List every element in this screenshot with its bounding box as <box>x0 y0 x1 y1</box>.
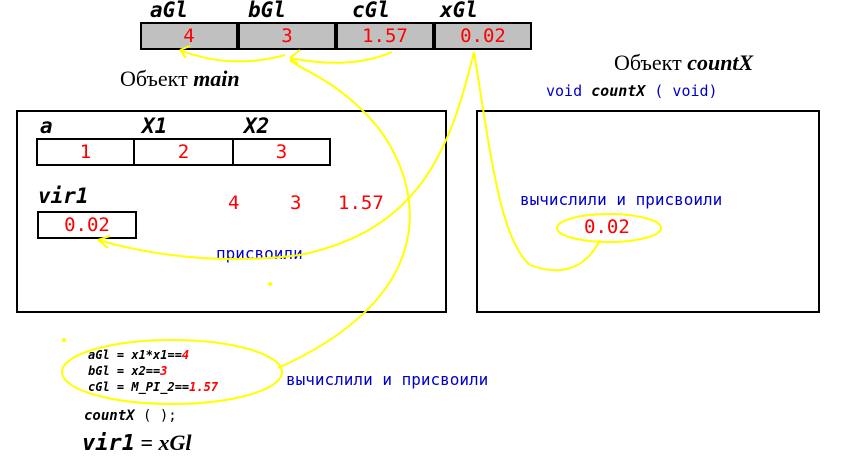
arrow-cgl-to-bgl <box>289 51 393 64</box>
code-assign-line: vir1 = xGl <box>82 430 192 456</box>
global-cell-xgl: 0.02 <box>434 22 532 50</box>
copied-value-cgl: 1.57 <box>338 192 384 214</box>
vir1-cell: 0.02 <box>37 211 137 239</box>
global-cell-cgl: 1.57 <box>336 22 434 50</box>
array-name-a: a <box>40 114 53 138</box>
countx-object-label: Объект countX <box>614 50 754 75</box>
main-object-label: Объект main <box>120 66 240 91</box>
countx-object-panel <box>476 110 820 313</box>
code-line-bgl: bGl = x2==3 <box>88 364 168 378</box>
copied-value-bgl: 3 <box>290 192 302 214</box>
array-name-x1: X1 <box>142 114 168 138</box>
global-cell-agl: 4 <box>140 22 238 50</box>
assigned-note: присвоили <box>216 244 303 263</box>
array-name-x2: X2 <box>244 114 270 138</box>
array-cell-x2: 3 <box>232 138 331 166</box>
array-cell-a: 1 <box>36 138 135 166</box>
copied-value-agl: 4 <box>228 192 240 214</box>
array-cell-x1: 2 <box>133 138 234 166</box>
global-cell-bgl: 3 <box>238 22 336 50</box>
yellow-dot-2 <box>62 338 66 342</box>
code-computed-note: вычислили и присвоили <box>286 370 489 389</box>
global-name-xgl: xGl <box>440 0 478 22</box>
code-call-countx: countX ( ); <box>84 408 177 424</box>
global-name-cgl: cGl <box>352 0 390 22</box>
code-line-cgl: cGl = M_PI_2==1.57 <box>88 380 219 394</box>
arrow-bgl-to-agl <box>179 49 286 63</box>
countx-signature: void countX ( void) <box>546 82 718 100</box>
vir1-name: vir1 <box>38 184 89 208</box>
global-name-bgl: bGl <box>248 0 286 22</box>
countx-computed-value: 0.02 <box>584 216 630 238</box>
arrowhead-bgl <box>289 49 301 65</box>
countx-computed-note: вычислили и присвоили <box>520 190 723 209</box>
code-line-agl: aGl = x1*x1==4 <box>88 348 190 362</box>
global-name-agl: aGl <box>150 0 188 22</box>
